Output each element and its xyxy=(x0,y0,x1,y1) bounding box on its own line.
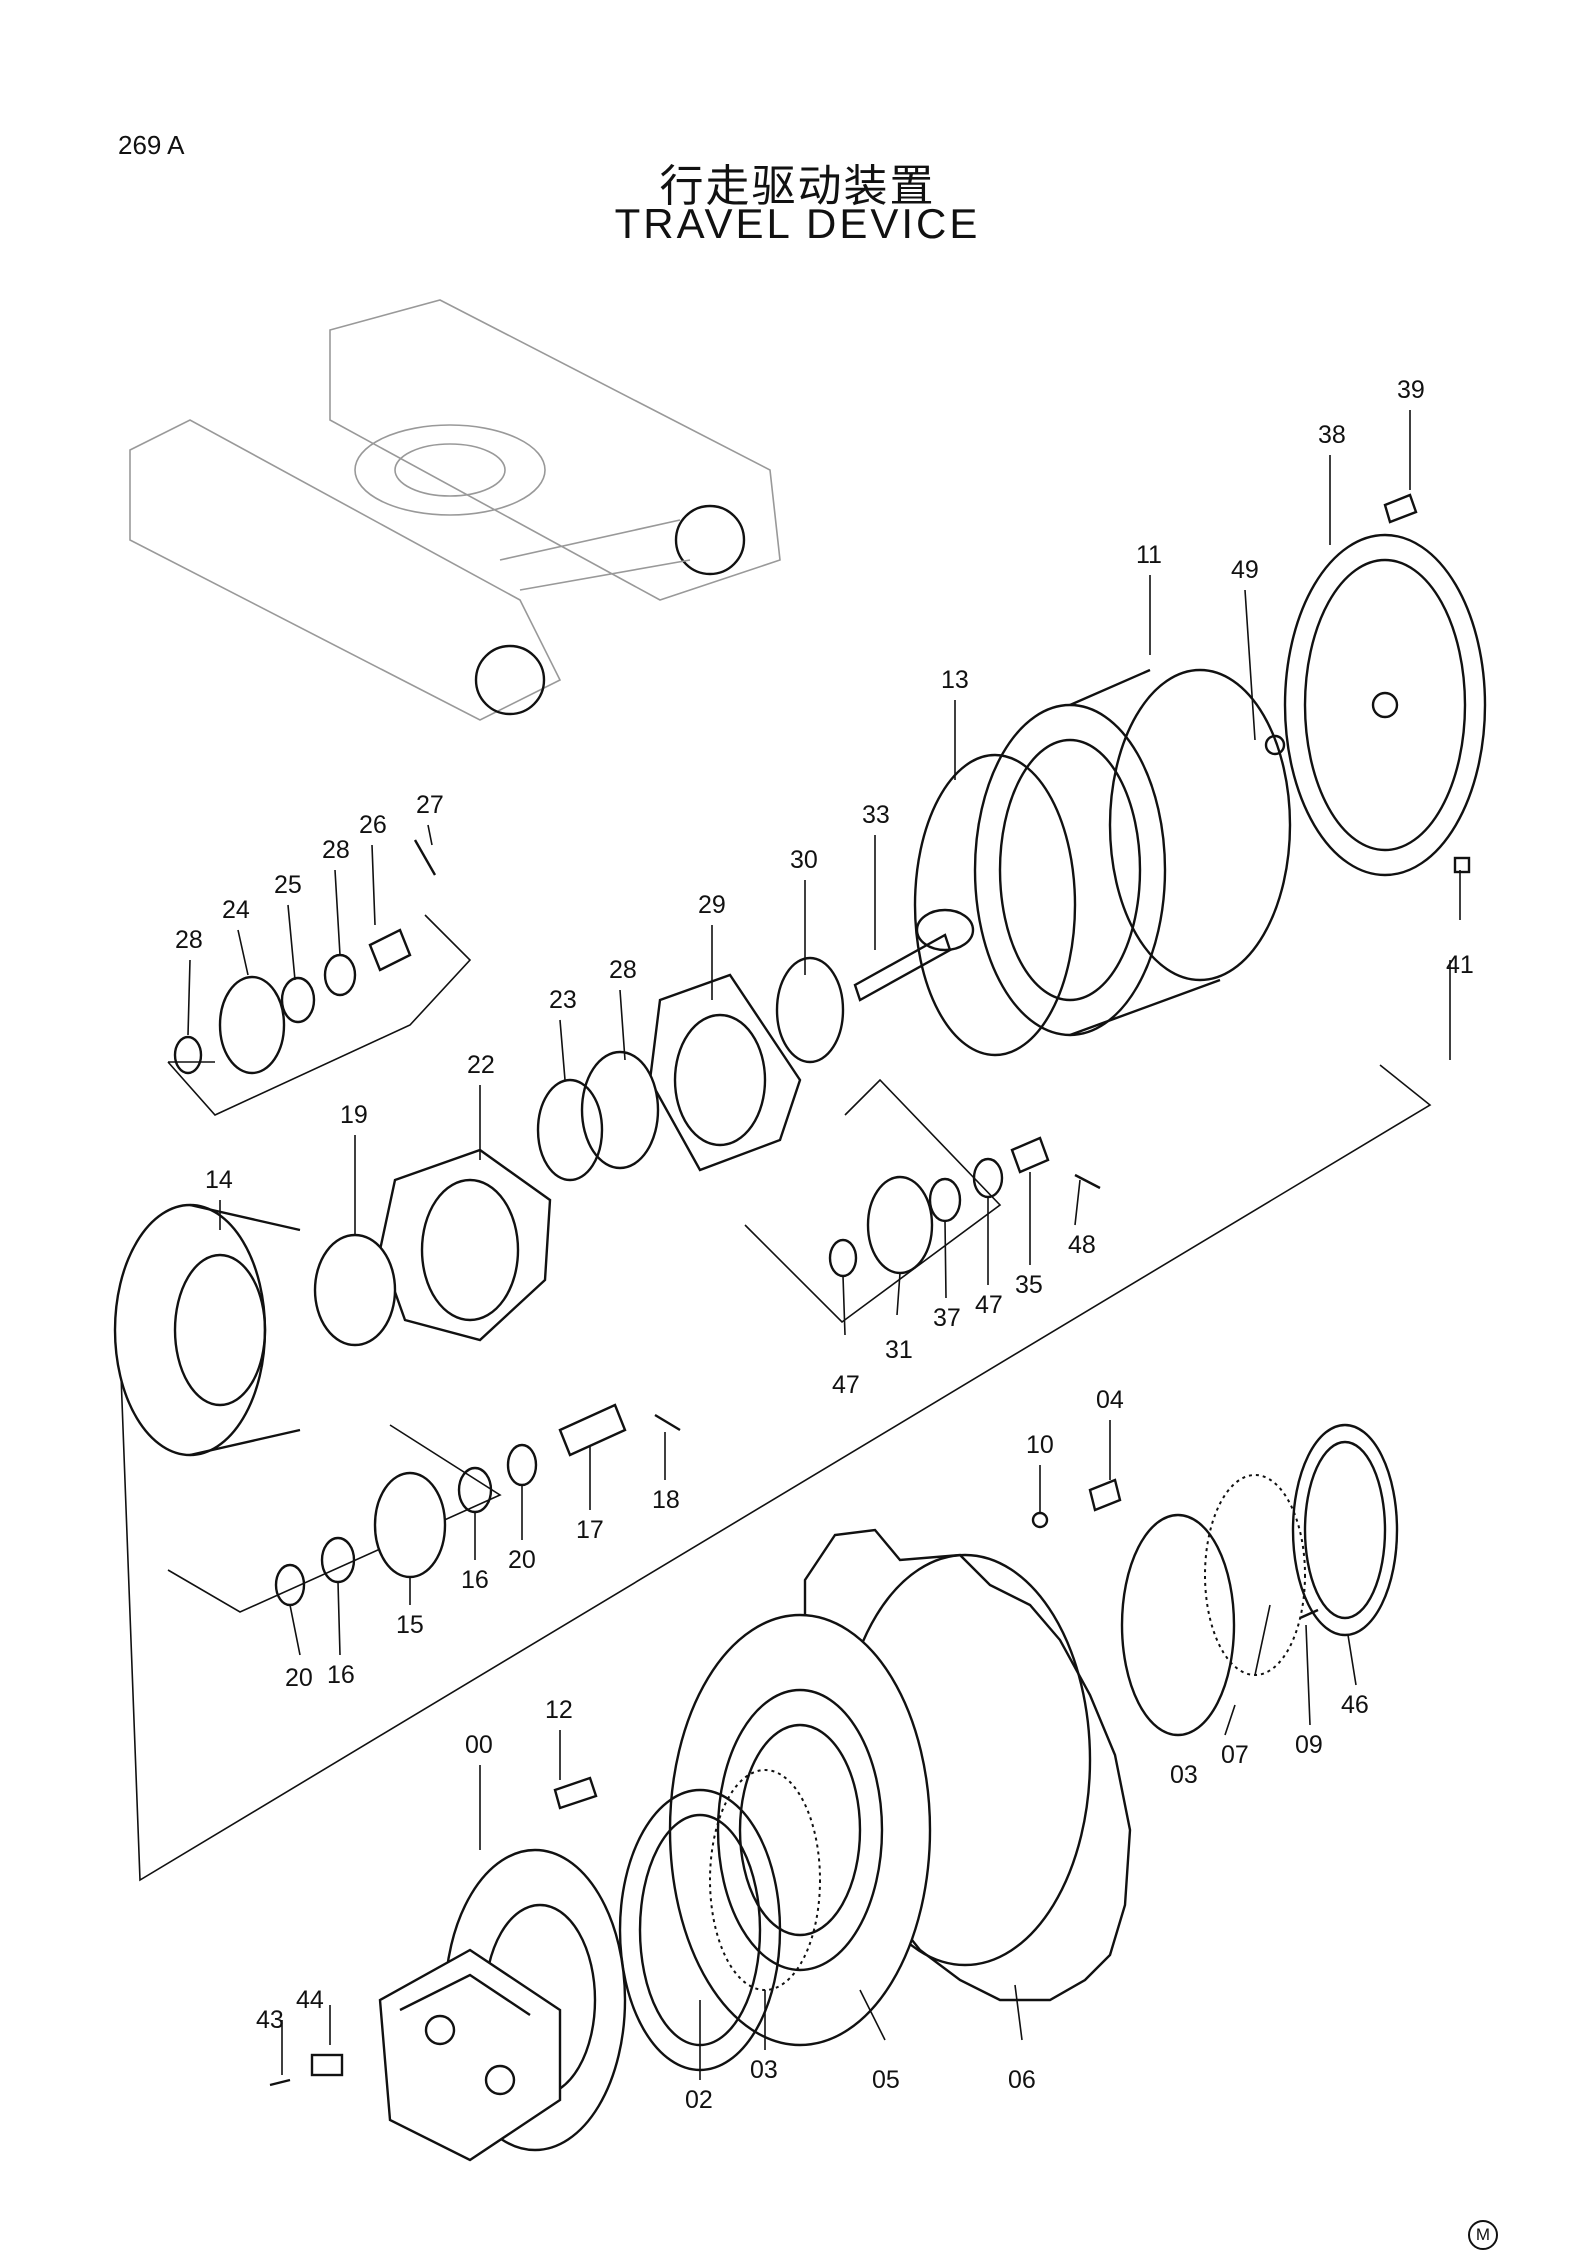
callout-20b: 20 xyxy=(285,1664,313,1692)
callout-18: 18 xyxy=(652,1486,680,1514)
sun-gear-27 xyxy=(580,1050,660,1170)
carrier-14 xyxy=(113,1203,301,1457)
page-code: 269 A xyxy=(118,130,185,160)
washer-47b xyxy=(972,1157,1004,1199)
callout-43: 43 xyxy=(256,2006,284,2034)
drum-housing xyxy=(973,668,1292,1037)
shaft-35 xyxy=(853,933,952,1002)
washer-20b xyxy=(506,1443,538,1487)
callout-28b: 28 xyxy=(175,926,203,954)
planet-gear-15 xyxy=(373,1471,447,1579)
callout-labels: 39 38 11 49 13 33 27 30 26 28 25 29 24 2… xyxy=(175,376,1474,2114)
seal-46-inner xyxy=(1303,1440,1387,1620)
callout-25: 26 xyxy=(359,811,387,839)
callout-06: 04 xyxy=(1096,1386,1124,1414)
callout-33: 35 xyxy=(1015,1271,1043,1299)
thrust-washer-30 xyxy=(775,956,845,1064)
callout-35: 33 xyxy=(862,801,890,829)
washer-10 xyxy=(1031,1511,1049,1529)
callout-37: 38 xyxy=(1318,421,1346,449)
leader-lines xyxy=(187,410,1461,2080)
callout-31: 31 xyxy=(885,1336,913,1364)
callout-30: 30 xyxy=(790,846,818,874)
callout-47a: 47 xyxy=(975,1291,1003,1319)
callout-11: 11 xyxy=(1136,541,1162,569)
callout-27: 28 xyxy=(609,956,637,984)
callout-15: 15 xyxy=(396,1611,424,1639)
callout-28a: 28 xyxy=(322,836,350,864)
shaft-flange xyxy=(915,908,975,952)
callout-03a: 03 xyxy=(1170,1761,1198,1789)
undercarriage-illustration xyxy=(129,299,781,721)
spring-pin-26 xyxy=(413,839,437,876)
callout-49: 49 xyxy=(1231,556,1259,584)
callout-16a: 16 xyxy=(461,1566,489,1594)
o-ring-13 xyxy=(913,753,1077,1057)
callout-23: 24 xyxy=(222,896,250,924)
callout-04: 05 xyxy=(872,2066,900,2094)
callout-07: 07 xyxy=(1221,1741,1249,1769)
callout-38: 37 xyxy=(933,1304,961,1332)
callout-26: 27 xyxy=(416,791,444,819)
name-plate-44 xyxy=(310,2053,344,2077)
callout-00: 00 xyxy=(465,1731,493,1759)
needle-bearing-24 xyxy=(280,976,316,1024)
bolt-12 xyxy=(553,1776,598,1810)
callout-24: 25 xyxy=(274,871,302,899)
group-outlines xyxy=(117,914,1451,1882)
callout-48: 48 xyxy=(1068,1231,1096,1259)
carrier-21 xyxy=(378,1148,552,1342)
callout-14: 14 xyxy=(205,1166,233,1194)
pin-33 xyxy=(1010,1136,1050,1174)
callout-46: 46 xyxy=(1341,1691,1369,1719)
pin-25 xyxy=(368,928,412,972)
planet-gear-23 xyxy=(218,975,286,1075)
callout-21: 22 xyxy=(467,1051,495,1079)
ring-gear xyxy=(1120,1513,1236,1737)
seal-46 xyxy=(1291,1423,1399,1637)
callout-44: 44 xyxy=(296,1986,324,2014)
needle-bearing-38 xyxy=(928,1177,962,1223)
spring-pin-18 xyxy=(654,1413,681,1432)
callout-29: 29 xyxy=(698,891,726,919)
callout-10: 10 xyxy=(1026,1431,1054,1459)
spring-pin-09 xyxy=(1299,1608,1319,1620)
callout-05: 06 xyxy=(1008,2066,1036,2094)
callout-19: 19 xyxy=(340,1101,368,1129)
travel-motor xyxy=(378,1848,627,2162)
callout-12: 12 xyxy=(545,1696,573,1724)
plug-41 xyxy=(1453,856,1471,874)
screw-43 xyxy=(269,2078,291,2087)
plug-49 xyxy=(1264,734,1286,756)
callout-20a: 20 xyxy=(508,1546,536,1574)
inner-race xyxy=(1204,1474,1306,1676)
cover xyxy=(1283,533,1487,877)
washer-28 xyxy=(173,1035,203,1075)
pin-17 xyxy=(558,1403,627,1457)
sun-gear-19 xyxy=(313,1233,397,1347)
callout-17: 17 xyxy=(576,1516,604,1544)
needle-bearing-16 xyxy=(320,1536,356,1584)
callout-22: 23 xyxy=(549,986,577,1014)
callout-13: 13 xyxy=(941,666,969,694)
washer-28b xyxy=(323,953,357,997)
callout-02: 02 xyxy=(685,2086,713,2114)
callout-16b: 16 xyxy=(327,1661,355,1689)
callout-39: 39 xyxy=(1397,376,1425,404)
callout-41: 41 xyxy=(1446,951,1474,979)
bolt-06 xyxy=(1088,1478,1122,1512)
spring-pin-48 xyxy=(1074,1173,1101,1190)
callout-09: 09 xyxy=(1295,1731,1323,1759)
callout-03b: 03 xyxy=(750,2056,778,2084)
bolt-39 xyxy=(1383,493,1418,524)
planet-gear-31 xyxy=(866,1175,934,1275)
title-english: TRAVEL DEVICE xyxy=(614,200,981,247)
manufacturer-mark: M xyxy=(1468,2220,1498,2250)
title-chinese: 行走驱动装置 xyxy=(659,161,936,212)
thrust-plate-22 xyxy=(536,1078,604,1182)
callout-47b: 47 xyxy=(832,1371,860,1399)
washer-47 xyxy=(828,1238,858,1278)
hub xyxy=(668,1613,932,2047)
